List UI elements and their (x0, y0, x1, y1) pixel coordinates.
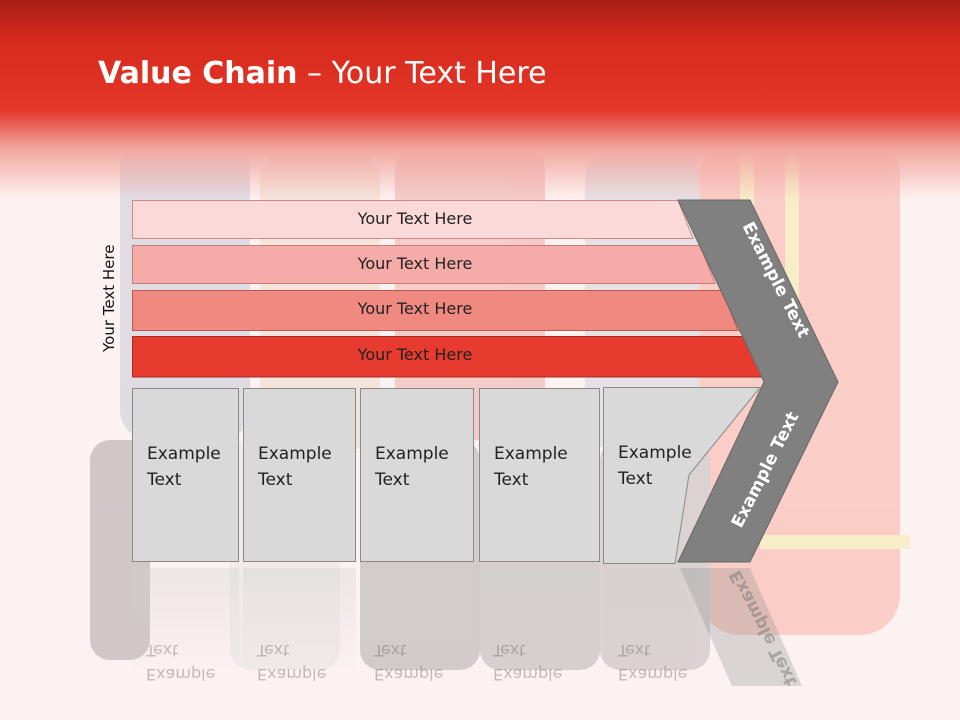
tier-4-label: Your Text Here (357, 345, 473, 364)
title-rest: – Your Text Here (297, 56, 547, 91)
reflection-1-text: Example Text (146, 638, 215, 686)
chevron-arrow (677, 199, 839, 563)
reflection-4: Example Text (479, 568, 600, 684)
reflection-2: Example Text (243, 568, 356, 684)
reflection-1-word2: Text (146, 641, 179, 660)
reflection-2-word2: Text (257, 641, 290, 660)
reflection-3: Example Text (360, 568, 474, 684)
value-box-3-line1: Example (375, 444, 449, 464)
reflection-1-word1: Example (146, 665, 216, 684)
title-bold: Value Chain (98, 56, 298, 91)
title-bar (0, 0, 960, 200)
reflection-4-word1: Example (493, 665, 563, 684)
reflection-5-word2: Text (618, 641, 651, 660)
tier-1-shape (132, 200, 694, 239)
value-box-2-line2: Text (258, 470, 293, 490)
value-box-1-line2: Text (147, 470, 182, 490)
reflection-3-word1: Example (374, 665, 444, 684)
reflection-3-word2: Text (374, 641, 407, 660)
reflection-2-text: Example Text (257, 638, 326, 686)
tier-2-label: Your Text Here (357, 254, 473, 273)
value-box-5-line2: Text (618, 469, 653, 489)
value-box-5-line1: Example (618, 443, 692, 463)
value-box-2-line1: Example (258, 444, 332, 464)
reflection-4-text: Example Text (493, 638, 562, 686)
tier-3-shape (132, 290, 739, 331)
value-box-3-line2: Text (375, 470, 410, 490)
reflection-2-word1: Example (257, 665, 327, 684)
value-box-4-line1: Example (494, 444, 568, 464)
slide-title: Value Chain – Your Text Here (98, 56, 547, 91)
reflection-4-word2: Text (493, 641, 526, 660)
side-label: Your Text Here (100, 244, 118, 352)
reflection-1: Example Text (132, 568, 239, 684)
tier-2-shape (132, 245, 716, 284)
value-box-4-line2: Text (494, 470, 529, 490)
chevron-reflection (680, 568, 802, 686)
tier-3-label: Your Text Here (357, 299, 473, 318)
value-box-1-line1: Example (147, 444, 221, 464)
reflection-3-text: Example Text (374, 638, 443, 686)
value-box-5 (603, 387, 762, 564)
tier-1-label: Your Text Here (357, 209, 473, 228)
